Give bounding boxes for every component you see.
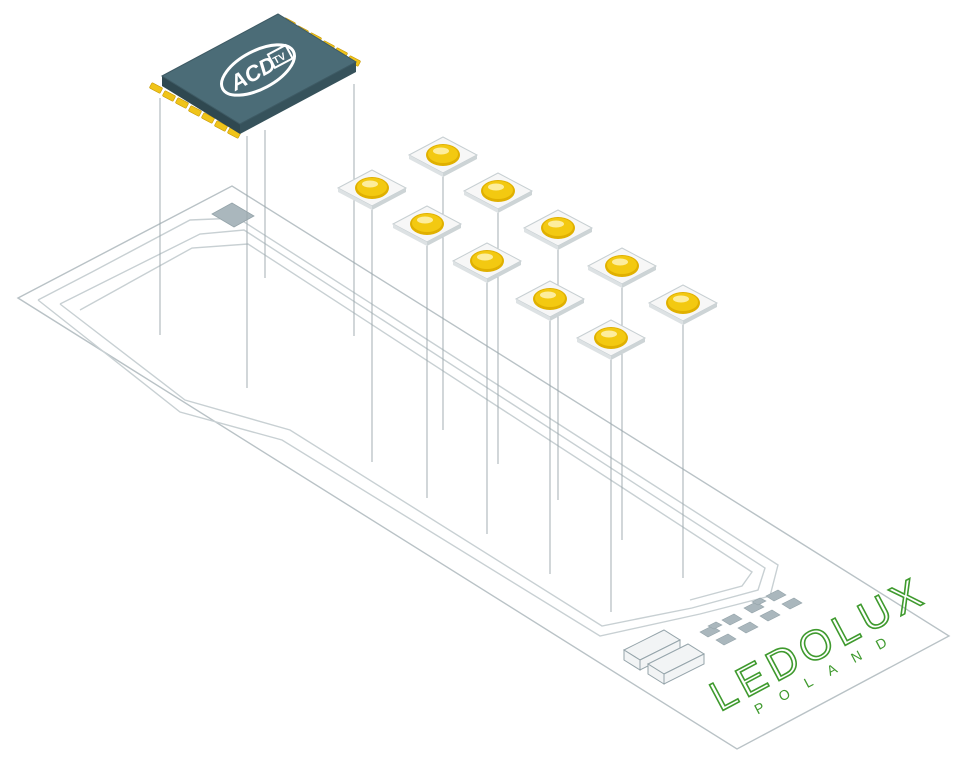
led-9: [575, 319, 647, 360]
led-1: [336, 169, 408, 210]
trace-inner: [59, 229, 766, 627]
led-2: [407, 136, 479, 177]
smd-components: [699, 589, 803, 646]
chip-top: [160, 13, 358, 125]
chip-side-right: [240, 62, 356, 134]
led-8: [586, 247, 658, 288]
led-10: [647, 284, 719, 325]
pcb-outline: [16, 185, 951, 750]
led-6: [522, 209, 594, 250]
trace-mid: [79, 243, 753, 601]
pcb-board: [16, 185, 951, 750]
chip-logo-suffix: TV: [272, 51, 289, 67]
led-5: [451, 242, 523, 283]
chip-pad: [211, 202, 255, 228]
connector-blocks: [622, 629, 706, 685]
chip-projection-lines: [159, 84, 355, 388]
led-4: [462, 172, 534, 213]
led-3: [391, 205, 463, 246]
led-7: [514, 280, 586, 321]
ic-chip: ACD TV: [149, 13, 361, 139]
led-array: [336, 136, 719, 360]
chip-side-front: [162, 76, 240, 134]
